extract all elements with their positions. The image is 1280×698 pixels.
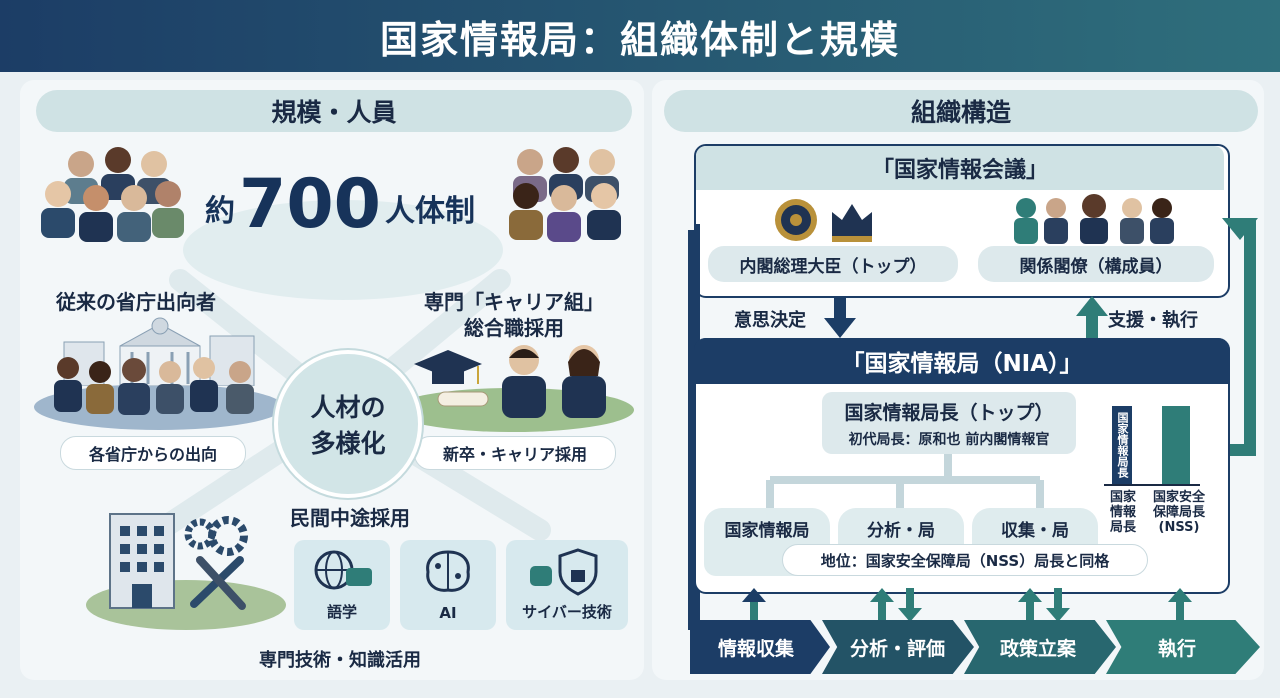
- flow-step-collect-label: 情報収集: [718, 637, 795, 660]
- nia-bar-caption-1: 国家: [1109, 490, 1136, 505]
- council-ministers: 関係閣僚（構成員）: [978, 246, 1214, 282]
- nss-bar-caption-1: 国家安全: [1152, 490, 1205, 505]
- ministry-staff-illustration: [54, 357, 254, 415]
- skill-ai-label: AI: [439, 604, 457, 622]
- unit-collection: 収集・局: [972, 508, 1098, 548]
- nia-director-bar: 国家情報局長: [1112, 406, 1132, 484]
- nia-director-bar-label: 国家情報局長: [1116, 412, 1129, 478]
- support-label: 支援・執行: [1108, 310, 1198, 331]
- scale-suffix: 人体制: [384, 194, 475, 229]
- cyber-shield-lock-icon: [530, 548, 598, 596]
- staff-group-left-illustration: [41, 147, 184, 242]
- bar-baseline: [1104, 484, 1200, 486]
- career-title-line2: 総合職採用: [464, 316, 564, 340]
- staff-group-right-illustration: [509, 147, 621, 242]
- first-director: 初代局長：原和也 前内閣情報官: [848, 431, 1050, 448]
- nia-bar-caption: 国家 情報 局長: [1102, 490, 1144, 535]
- new-graduates-illustration: [502, 345, 606, 418]
- diversity-hub: 人材の 多様化: [274, 350, 422, 498]
- nia-header: 「国家情報局（NIA）」: [694, 338, 1230, 384]
- scale-number: 700: [239, 165, 381, 244]
- flow-step-analyze-label: 分析・評価: [850, 637, 946, 660]
- imperial-seal-icon: [775, 199, 872, 242]
- director-title: 国家情報局長（トップ）: [844, 401, 1054, 424]
- right-heading: 組織構造: [664, 90, 1258, 132]
- status-note: 地位：国家安全保障局（NSS）局長と同格: [782, 544, 1148, 576]
- office-building-icon: [109, 513, 175, 609]
- decision-label: 意思決定: [734, 310, 806, 331]
- nss-bar-caption-2: 保障局長: [1152, 505, 1205, 520]
- career-caption: 新卒・キャリア採用: [414, 436, 616, 470]
- hub-line1: 人材の: [310, 393, 386, 422]
- globe-chat-icon: [314, 550, 372, 590]
- nss-bar-caption-3: (NSS): [1158, 520, 1200, 535]
- skill-card-ai: AI: [400, 540, 496, 630]
- title-bar: 国家情報局：組織体制と規模: [0, 0, 1280, 72]
- nia-bar-caption-3: 局長: [1109, 520, 1136, 535]
- nia-bar-caption-2: 情報: [1109, 505, 1136, 520]
- left-heading: 規模・人員: [36, 90, 632, 132]
- flow-step-execute-label: 執行: [1158, 637, 1197, 660]
- flow-step-collect: 情報収集: [690, 620, 830, 674]
- scale-prefix: 約: [205, 194, 236, 229]
- flow-step-execute: 執行: [1106, 620, 1260, 674]
- nia-title: 「国家情報局（NIA）」: [841, 351, 1083, 377]
- flow-step-policy: 政策立案: [964, 620, 1116, 674]
- flow-step-analyze: 分析・評価: [822, 620, 974, 674]
- private-caption: 専門技術・知識活用: [259, 650, 421, 671]
- ministry-caption: 各省庁からの出向: [60, 436, 246, 470]
- flow-link-arrows: [742, 588, 1192, 622]
- skill-cyber-label: サイバー技術: [522, 603, 612, 621]
- flow-step-policy-label: 政策立案: [1000, 637, 1077, 660]
- council-pm: 内閣総理大臣（トップ）: [708, 246, 958, 282]
- ministers-group-illustration: [1014, 194, 1174, 244]
- org-tree-lines: [766, 454, 1044, 510]
- council-header: 「国家情報会議」: [696, 146, 1224, 190]
- skill-card-cyber: サイバー技術: [506, 540, 628, 630]
- council-title: 「国家情報会議」: [871, 158, 1048, 183]
- brain-circuit-icon: [426, 550, 470, 592]
- ministry-title: 従来の省庁出向者: [56, 290, 216, 314]
- private-title: 民間中途採用: [290, 506, 410, 530]
- unit-nia: 国家情報局: [704, 508, 830, 548]
- unit-analysis: 分析・局: [838, 508, 964, 548]
- nss-bar-caption: 国家安全 保障局長 (NSS): [1144, 490, 1214, 535]
- page-title: 国家情報局：組織体制と規模: [379, 17, 900, 62]
- career-title-line1: 専門「キャリア組」: [424, 290, 604, 314]
- nss-director-bar: [1162, 406, 1190, 484]
- skill-language-label: 語学: [326, 603, 357, 621]
- scale-headline: 約 700 人体制: [180, 160, 500, 240]
- director-box: 国家情報局長（トップ） 初代局長：原和也 前内閣情報官: [822, 392, 1076, 454]
- hub-line2: 多様化: [310, 429, 386, 458]
- graduation-cap-icon: [414, 350, 489, 407]
- skill-card-language: 語学: [294, 540, 390, 630]
- gears-tools-icon: [184, 516, 248, 610]
